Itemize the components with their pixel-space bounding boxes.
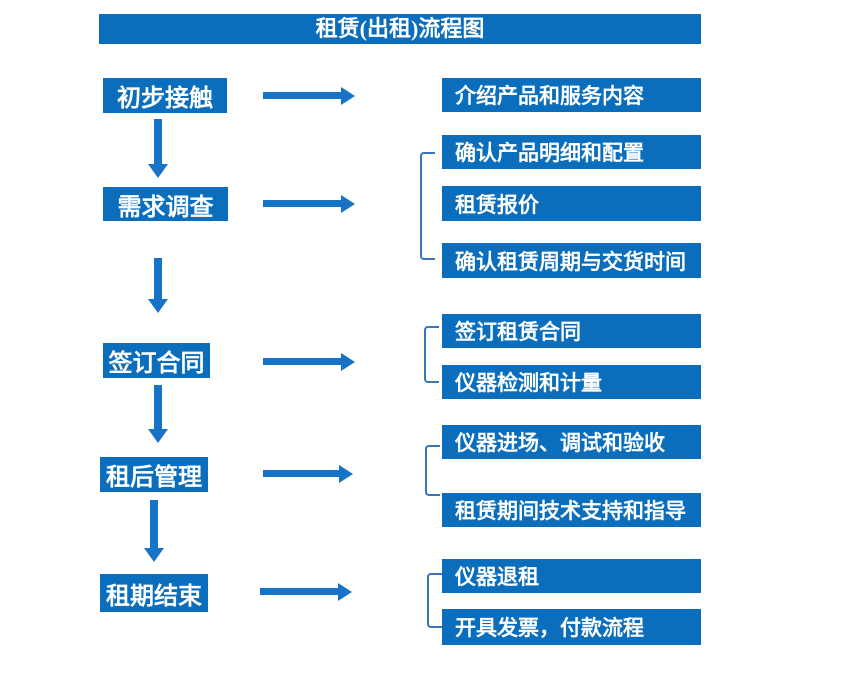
detail-box-confirm-rental-period-delivery: 确认租赁周期与交货时间 [442,243,701,278]
stage-box-lease-end: 租期结束 [100,574,208,612]
group-bracket [425,445,440,496]
flow-arrow-down-icon [154,258,162,299]
detail-box-introduce-products-services: 介绍产品和服务内容 [442,78,701,112]
detail-box-invoice-payment-process: 开具发票，付款流程 [442,609,701,645]
flow-arrow-right-icon [263,358,341,365]
detail-box-instrument-entry-commissioning-acceptance: 仪器进场、调试和验收 [442,425,701,459]
flow-arrow-down-icon [154,385,162,429]
flow-arrow-down-icon [150,500,158,548]
flow-arrow-right-icon [263,92,341,99]
flow-arrow-right-icon [263,470,339,477]
detail-box-rental-quotation: 租赁报价 [442,186,701,221]
group-bracket [420,152,435,260]
detail-box-confirm-product-details-config: 确认产品明细和配置 [442,135,701,169]
flow-arrow-right-icon [260,588,338,595]
chart-title: 租赁(出租)流程图 [99,14,701,44]
group-bracket [427,573,442,628]
detail-box-instrument-inspection-measurement: 仪器检测和计量 [442,365,701,399]
flow-arrow-right-icon [263,200,341,207]
stage-box-initial-contact: 初步接触 [103,78,227,113]
stage-box-sign-contract: 签订合同 [103,343,210,378]
detail-box-rental-technical-support-guidance: 租赁期间技术支持和指导 [442,493,701,527]
detail-box-instrument-return: 仪器退租 [442,559,701,593]
detail-box-sign-rental-contract: 签订租赁合同 [442,314,701,348]
stage-box-post-rental-management: 租后管理 [100,457,208,492]
stage-box-demand-survey: 需求调查 [103,187,228,221]
flow-arrow-down-icon [154,119,162,164]
group-bracket [424,326,439,383]
